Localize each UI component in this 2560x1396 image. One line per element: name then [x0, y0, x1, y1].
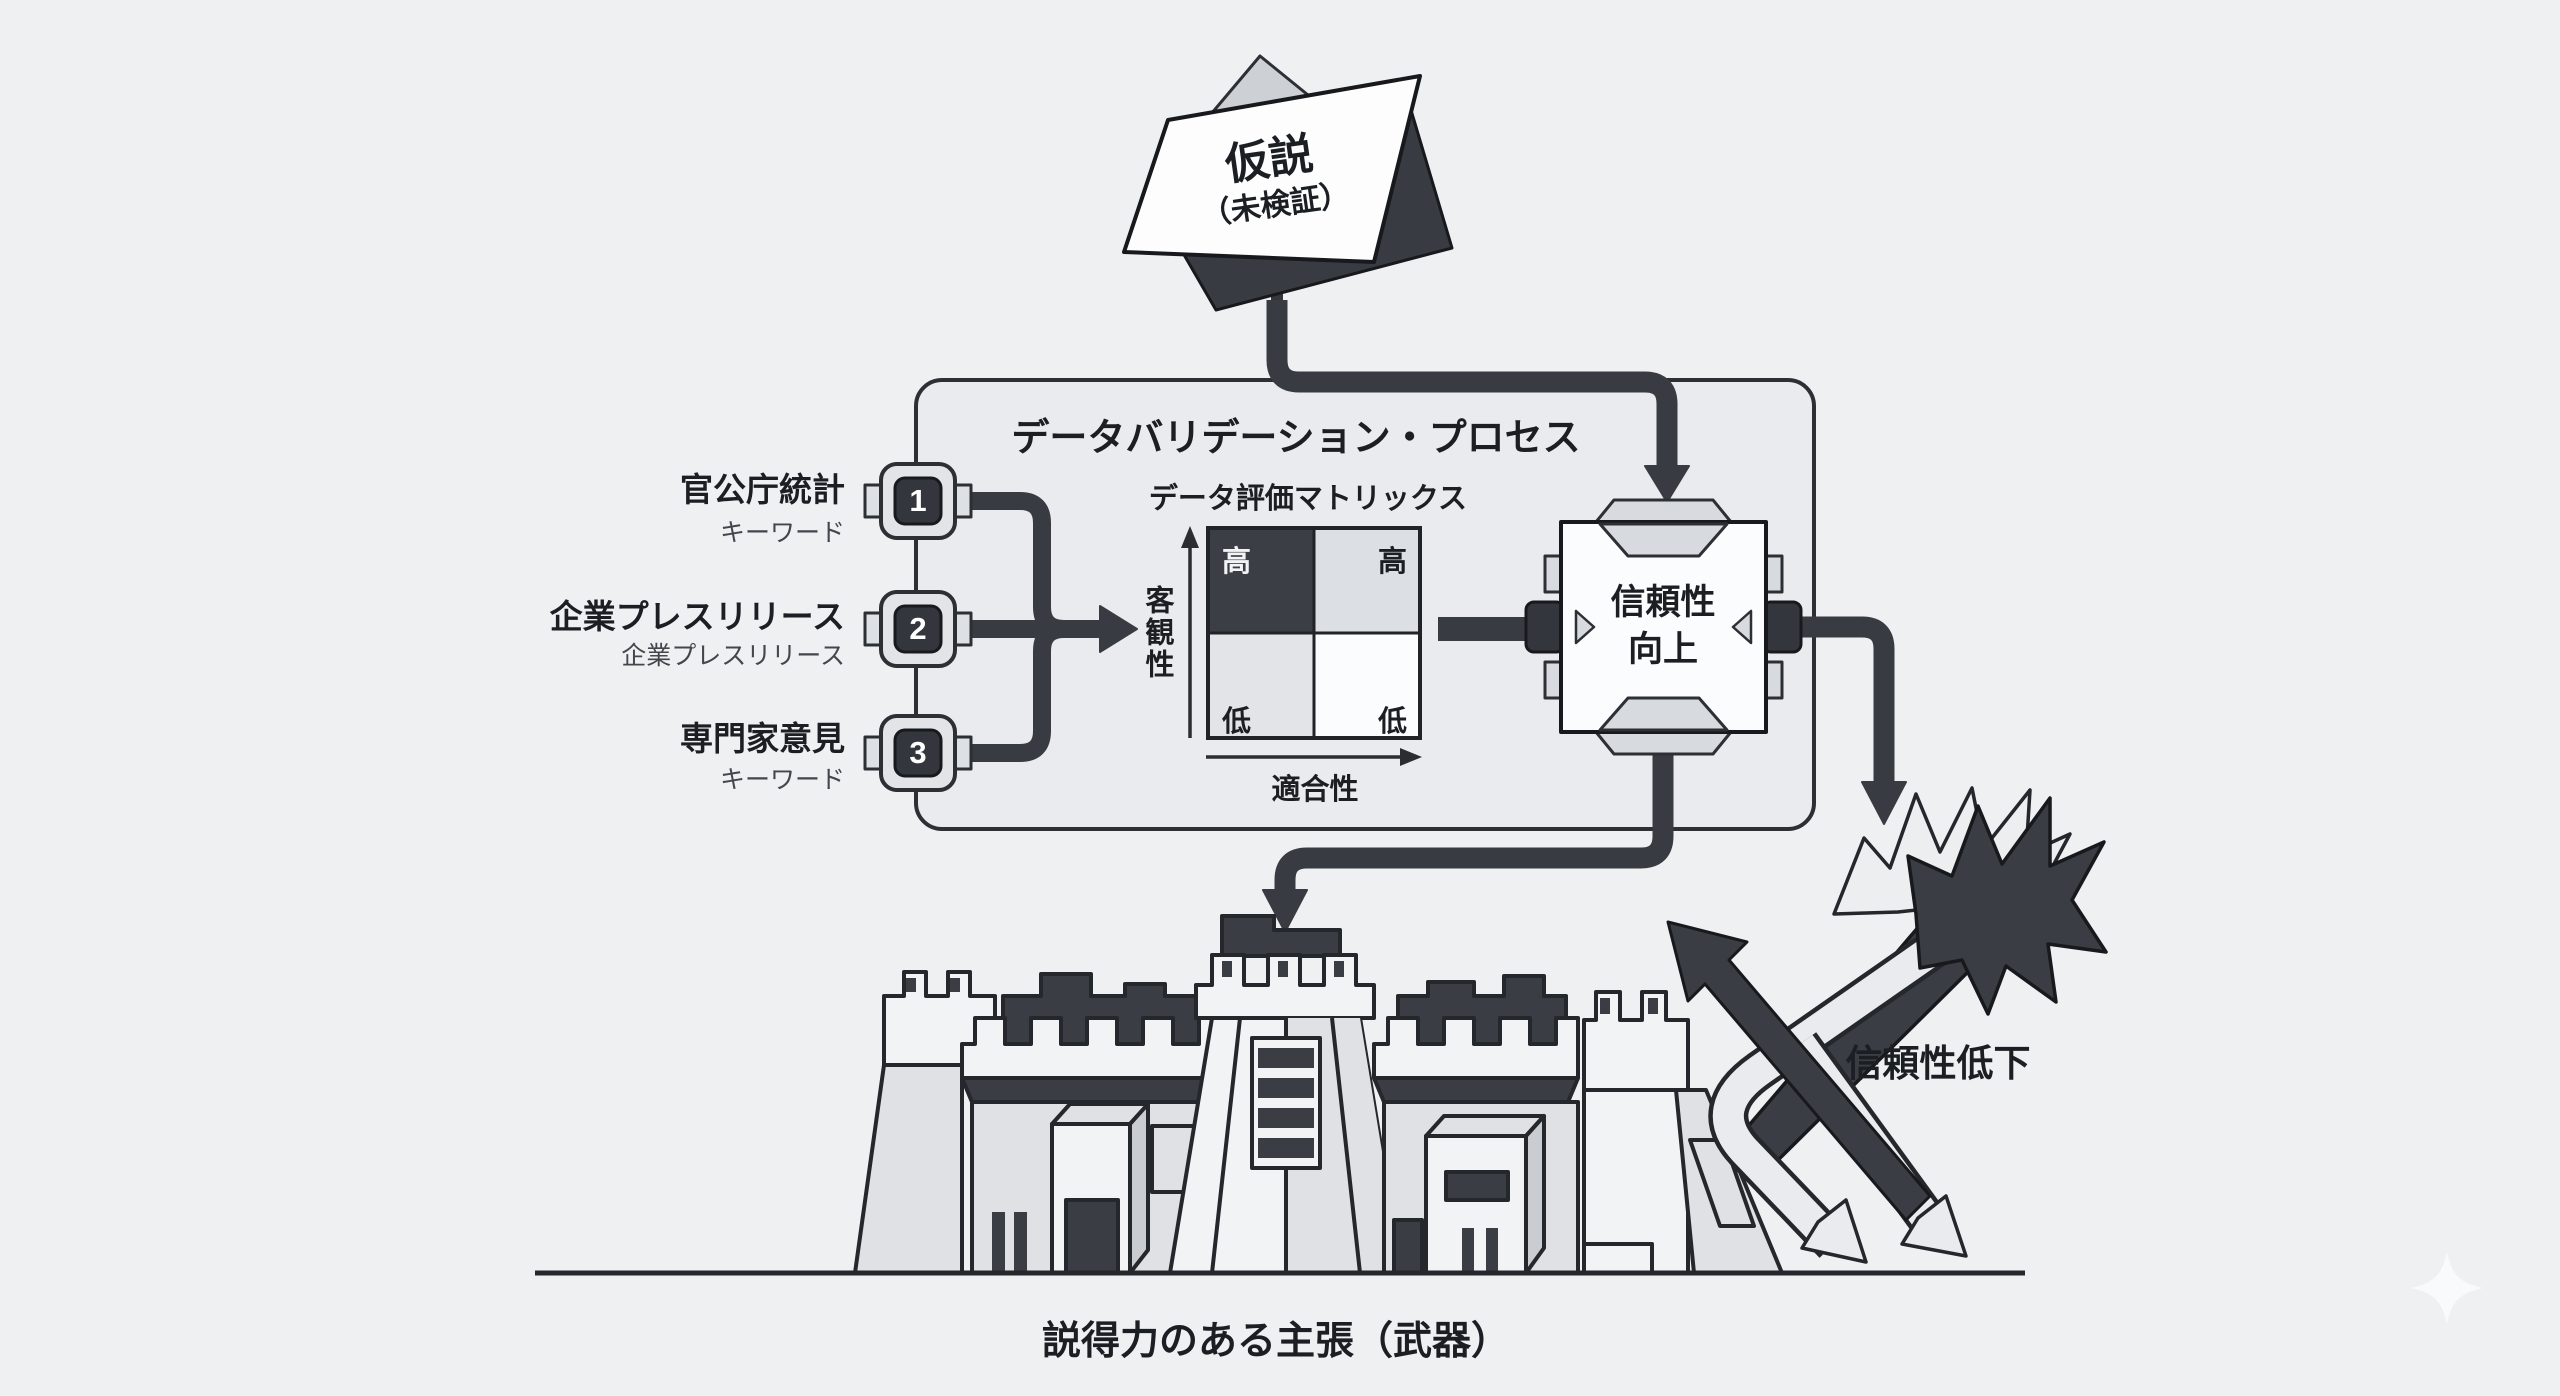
- hypothesis-card-icon: [1122, 54, 1454, 324]
- arrowhead-down-into-result: [1644, 465, 1690, 503]
- matrix-cell-label-bottom-left: 低: [1222, 706, 1252, 738]
- matrix-cell-top-left: [1208, 528, 1314, 633]
- decline-label: 信頼性低下: [1845, 1043, 2031, 1084]
- matrix-cell-bottom-right: [1314, 633, 1420, 738]
- matrix-cell-bottom-left: [1208, 633, 1314, 738]
- result-line-2: 向上: [1627, 630, 1699, 669]
- badge-1: [863, 462, 973, 540]
- evaluation-matrix: [1181, 526, 1422, 766]
- right-triangle-icon: [1731, 609, 1753, 645]
- arrowhead-down-fortress: [1262, 889, 1308, 933]
- matrix-cell-label-top-left: 高: [1222, 546, 1252, 578]
- y-axis-label: 客観性: [1141, 585, 1173, 681]
- matrix-axes: [1188, 538, 1404, 759]
- fortress-icon: [853, 914, 1784, 1275]
- matrix-cell-label-bottom-right: 低: [1378, 706, 1408, 738]
- badge-number-3: 3: [909, 735, 927, 770]
- result-label: 信頼性 向上: [1610, 579, 1715, 673]
- matrix-cell-top-right: [1314, 528, 1420, 633]
- source-sublabel-1: キーワード: [719, 519, 845, 547]
- source-sublabel-2: 企業プレスリリース: [621, 642, 845, 670]
- badge-2: [863, 590, 973, 668]
- result-line-1: 信頼性: [1610, 583, 1716, 622]
- source-label-1: 官公庁統計: [680, 471, 845, 508]
- x-axis-label: 適合性: [1271, 774, 1359, 806]
- matrix-cell-label-top-right: 高: [1378, 546, 1408, 578]
- arrowhead-down-decline: [1861, 781, 1907, 825]
- source-label-2: 企業プレスリリース: [549, 598, 845, 635]
- arrowhead-into-matrix: [1099, 605, 1138, 653]
- connector-hypothesis-to-result: [1266, 300, 1678, 472]
- connector-result-to-fortress: [1274, 754, 1674, 896]
- upleft-arrow-icon: [1666, 920, 1932, 1222]
- decline-composition: [1666, 786, 2108, 1264]
- jagged-mace-icon: [1906, 796, 2108, 1016]
- badge-number-1: 1: [909, 483, 927, 518]
- result-component-icon: [1524, 498, 1803, 756]
- badge-number-2: 2: [909, 611, 927, 646]
- connector-result-to-decline: [1792, 616, 1895, 788]
- badge-3: [863, 714, 973, 792]
- source-badges: [863, 462, 973, 792]
- diamond-sparkle-icon: [2411, 1252, 2483, 1324]
- source-label-3: 専門家意見: [680, 720, 845, 757]
- source-sublabel-3: キーワード: [719, 766, 845, 794]
- left-triangle-icon: [1574, 609, 1596, 645]
- connectors: [968, 300, 1895, 896]
- fortress-caption: 説得力のある主張（武器）: [1041, 1320, 1511, 1363]
- matrix-title: データ評価マトリックス: [1148, 483, 1468, 515]
- x-axis-arrowhead: [1400, 748, 1422, 766]
- process-title: データバリデーション・プロセス: [1011, 417, 1581, 460]
- y-axis-arrowhead: [1181, 526, 1199, 548]
- connector-arrowheads: [1099, 465, 1907, 933]
